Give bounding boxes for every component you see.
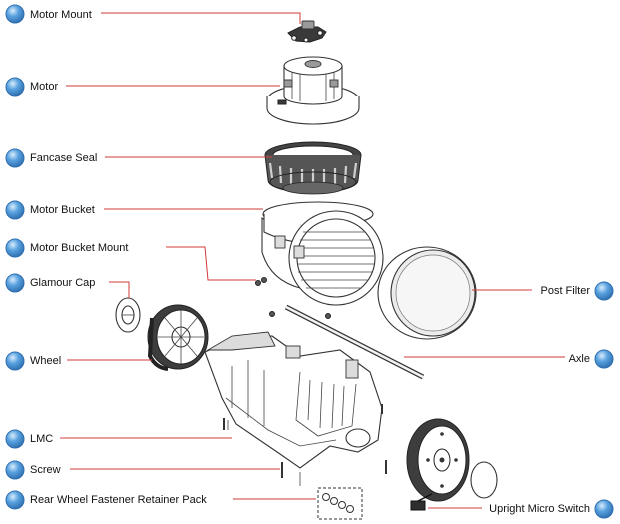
leader-motor-bucket-mount — [166, 246, 256, 281]
label-screw: Screw — [30, 464, 61, 476]
blue-circle-bullet-icon — [5, 200, 25, 220]
blue-circle-bullet-icon — [594, 281, 614, 301]
blue-circle-bullet-icon — [594, 349, 614, 369]
leader-lines — [60, 12, 565, 509]
blue-circle-bullet-icon — [5, 351, 25, 371]
micro-switch-drawing — [410, 493, 433, 511]
blue-circle-bullet-icon — [5, 273, 25, 293]
leader-glamour-cap — [109, 281, 130, 298]
bullets — [5, 4, 614, 519]
motor-bucket-mount-drawing — [255, 277, 267, 286]
label-motor-bucket-mount: Motor Bucket Mount — [30, 242, 128, 254]
blue-circle-bullet-icon — [5, 238, 25, 258]
blue-circle-bullet-icon — [5, 460, 25, 480]
left-wheel-drawing — [147, 304, 209, 371]
motor-bucket-drawing — [261, 201, 384, 306]
blue-circle-bullet-icon — [594, 499, 614, 519]
leader-motor-mount — [101, 12, 301, 24]
right-wheel-drawing — [406, 418, 498, 502]
screws-drawing — [223, 404, 387, 478]
axle-drawing — [269, 304, 425, 380]
label-axle: Axle — [569, 353, 590, 365]
label-upright-micro-switch: Upright Micro Switch — [489, 503, 590, 515]
fancase-seal-drawing — [264, 141, 362, 195]
blue-circle-bullet-icon — [5, 490, 25, 510]
blue-circle-bullet-icon — [5, 148, 25, 168]
fastener-pack-drawing — [317, 487, 363, 520]
labels: Motor Mount Motor Fancase Seal Motor Buc… — [30, 9, 590, 515]
blue-circle-bullet-icon — [5, 4, 25, 24]
label-motor: Motor — [30, 81, 58, 93]
label-motor-bucket: Motor Bucket — [30, 204, 95, 216]
label-motor-mount: Motor Mount — [30, 9, 92, 21]
lmc-chassis-drawing — [204, 331, 383, 486]
label-wheel: Wheel — [30, 355, 61, 367]
post-filter-drawing — [377, 246, 477, 340]
motor-drawing — [266, 56, 360, 125]
label-lmc: LMC — [30, 433, 53, 445]
motor-mount-drawing — [287, 20, 327, 43]
label-fancase-seal: Fancase Seal — [30, 152, 97, 164]
label-glamour-cap: Glamour Cap — [30, 277, 95, 289]
glamour-cap-drawing — [115, 297, 141, 333]
label-rear-wheel-fastener: Rear Wheel Fastener Retainer Pack — [30, 494, 207, 506]
blue-circle-bullet-icon — [5, 429, 25, 449]
blue-circle-bullet-icon — [5, 77, 25, 97]
label-post-filter: Post Filter — [540, 285, 590, 297]
